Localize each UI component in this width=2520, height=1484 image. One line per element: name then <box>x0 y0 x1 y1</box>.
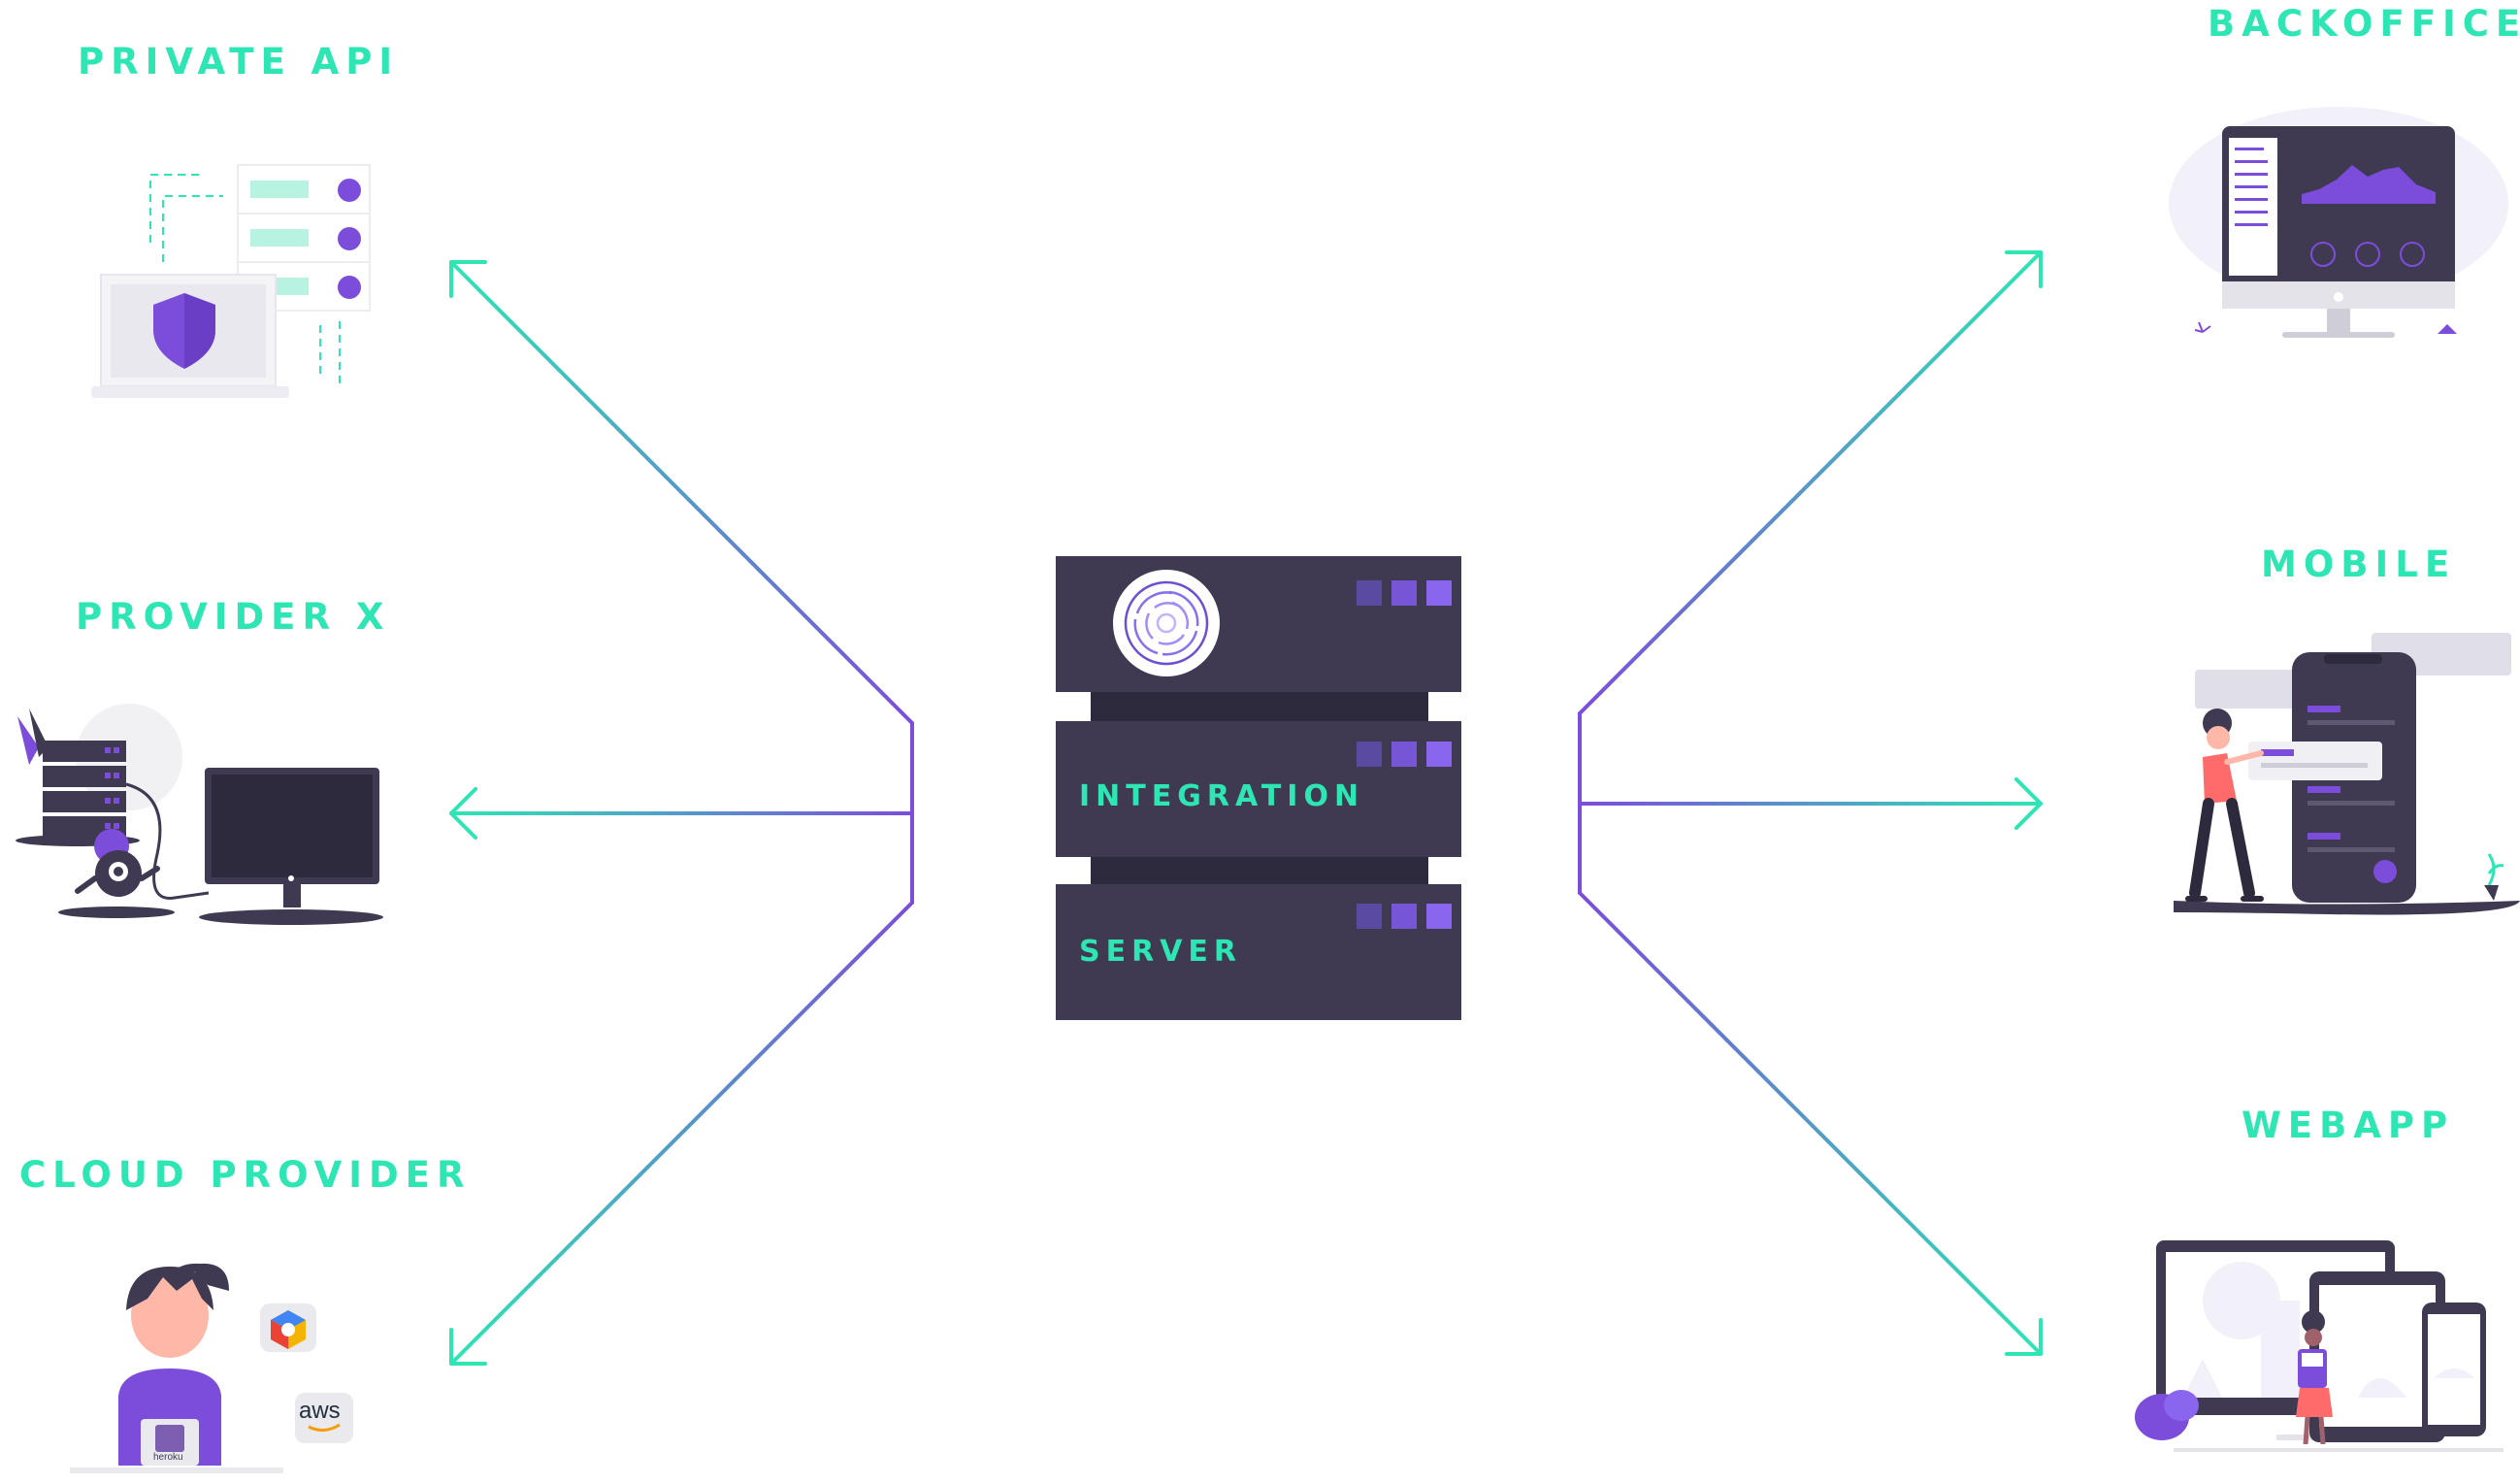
server-label-server: SERVER <box>1079 935 1243 969</box>
label-private-api: PRIVATE API <box>78 41 400 82</box>
backoffice-illustration-icon <box>2169 107 2508 338</box>
heroku-badge-label: heroku <box>153 1452 183 1463</box>
left-connector <box>449 260 914 1366</box>
arrow-to-cloud-provider <box>449 901 914 1366</box>
integration-server <box>1056 556 1461 1020</box>
label-backoffice: BACKOFFICE <box>2208 3 2520 45</box>
provider-x-illustration-icon <box>16 704 383 925</box>
label-webapp: WEBAPP <box>2242 1105 2455 1146</box>
private-api-illustration-icon <box>91 164 371 398</box>
mobile-illustration-icon <box>2174 633 2520 915</box>
swirl-logo-icon <box>1113 570 1220 676</box>
server-lights <box>1357 580 1452 929</box>
arrow-to-backoffice <box>1578 250 2043 715</box>
webapp-illustration-icon <box>2135 1240 2504 1452</box>
label-provider-x: PROVIDER X <box>76 596 391 638</box>
aws-badge-label: aws <box>299 1398 341 1424</box>
arrow-to-private-api <box>449 260 914 725</box>
cloud-provider-illustration-icon <box>70 1263 353 1473</box>
label-cloud-provider: CLOUD PROVIDER <box>19 1154 472 1196</box>
arrow-to-webapp <box>1578 891 2043 1356</box>
label-mobile: MOBILE <box>2261 544 2457 585</box>
right-connector <box>1578 250 2043 1356</box>
server-label-integration: INTEGRATION <box>1079 779 1365 813</box>
